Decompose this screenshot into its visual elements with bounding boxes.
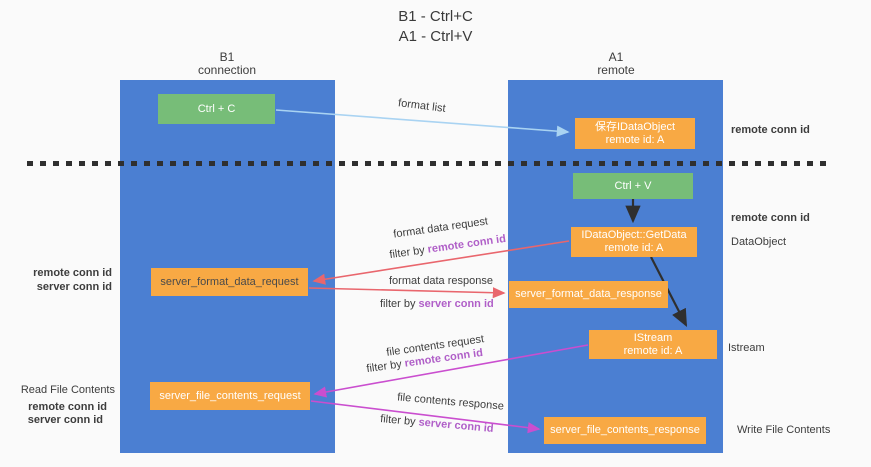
server-file-contents-request-label: server_file_contents_request: [159, 389, 301, 402]
save-idataobject-line1: 保存IDataObject: [594, 120, 676, 133]
file-contents-response-label: file contents response: [396, 391, 505, 413]
istream-line1: IStream: [633, 331, 673, 344]
right-remote-conn-id-top-label: remote conn id: [731, 124, 810, 136]
save-idataobject-line2: remote id: A: [605, 133, 665, 146]
write-file-contents-label: Write File Contents: [737, 424, 831, 436]
filter-by-text: filter by: [365, 358, 403, 376]
dataobject-label: DataObject: [731, 236, 787, 248]
format-data-response-label: format data response: [389, 275, 493, 287]
istream-side-label: Istream: [728, 342, 765, 354]
server-file-contents-request-box: server_file_contents_request: [150, 382, 310, 410]
save-idataobject-box: 保存IDataObject remote id: A: [575, 118, 695, 149]
server-file-contents-response-box: server_file_contents_response: [544, 417, 706, 444]
left-remote-conn-id-bottom-label: remote conn id: [28, 401, 107, 413]
diagram-title-line2: A1 - Ctrl+V: [398, 28, 473, 45]
server-format-data-response-box: server_format_data_response: [509, 281, 668, 308]
ctrl-c-box: Ctrl + C: [158, 94, 275, 124]
left-server-conn-id-top-label: server conn id: [36, 281, 112, 293]
lane-header-b1: B1 connection: [167, 51, 287, 77]
right-remote-conn-id-mid-label: remote conn id: [731, 212, 810, 224]
server-format-data-request-box: server_format_data_request: [151, 268, 308, 296]
filter-by-server-2-label: filter by server conn id: [380, 413, 494, 435]
istream-box: IStream remote id: A: [589, 330, 717, 359]
lane-b1-role: connection: [197, 63, 257, 77]
getdata-line2: remote id: A: [604, 242, 664, 254]
left-remote-conn-id-top-label: remote conn id: [33, 267, 112, 279]
server-conn-id-text: server conn id: [418, 416, 495, 435]
server-file-contents-response-label: server_file_contents_response: [550, 424, 700, 436]
lane-b1-name: B1: [219, 50, 235, 64]
server-conn-id-text: server conn id: [418, 298, 494, 310]
diagram-title-line1: B1 - Ctrl+C: [398, 8, 473, 25]
dashed-divider-line: [27, 161, 833, 166]
read-file-contents-label: Read File Contents: [20, 384, 115, 396]
lane-header-a1: A1 remote: [556, 51, 676, 77]
remote-conn-id-text: remote conn id: [426, 232, 507, 256]
filter-by-text: filter by: [388, 244, 426, 262]
filter-by-text: filter by: [380, 298, 416, 310]
left-server-conn-id-bottom-label: server conn id: [27, 414, 103, 426]
idataobject-getdata-box: IDataObject::GetData remote id: A: [571, 227, 697, 257]
arrow-format-data-response: [308, 287, 506, 299]
server-format-data-response-label: server_format_data_response: [515, 288, 662, 300]
filter-by-server-1-label: filter by server conn id: [380, 298, 494, 310]
server-format-data-request-label: server_format_data_request: [160, 275, 299, 288]
format-list-label: format list: [397, 97, 447, 115]
getdata-line1: IDataObject::GetData: [581, 229, 687, 241]
ctrl-v-label: Ctrl + V: [614, 179, 652, 192]
filter-by-text: filter by: [379, 413, 417, 429]
ctrl-v-box: Ctrl + V: [573, 173, 693, 199]
ctrl-c-label: Ctrl + C: [197, 102, 236, 115]
lane-a1-name: A1: [608, 50, 624, 64]
istream-line2: remote id: A: [623, 344, 683, 357]
lane-a1-role: remote: [597, 63, 635, 77]
